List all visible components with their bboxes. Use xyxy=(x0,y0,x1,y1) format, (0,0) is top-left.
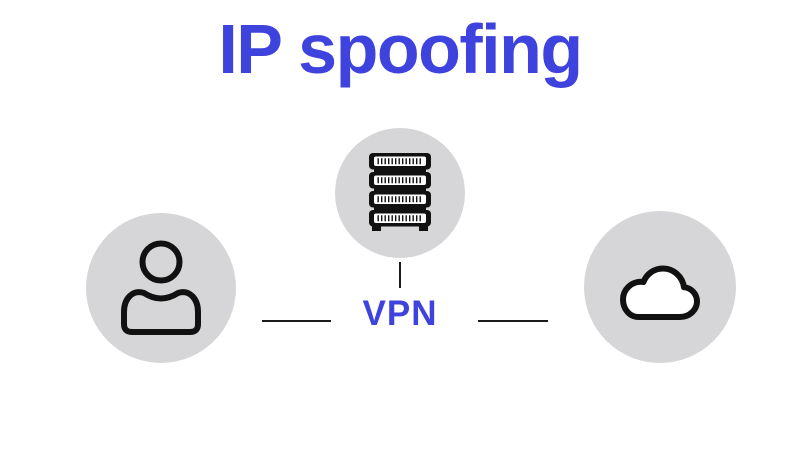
cloud-icon xyxy=(610,255,710,327)
connector-server-vpn xyxy=(399,262,401,288)
server-icon xyxy=(369,153,431,233)
node-vpn-server xyxy=(335,128,465,258)
node-cloud xyxy=(584,211,736,363)
user-icon xyxy=(121,240,201,335)
vpn-label: VPN xyxy=(362,294,438,333)
node-user xyxy=(86,213,236,363)
page-title: IP spoofing xyxy=(218,10,583,88)
connector-user-vpn xyxy=(262,320,331,322)
connector-vpn-cloud xyxy=(478,320,548,322)
